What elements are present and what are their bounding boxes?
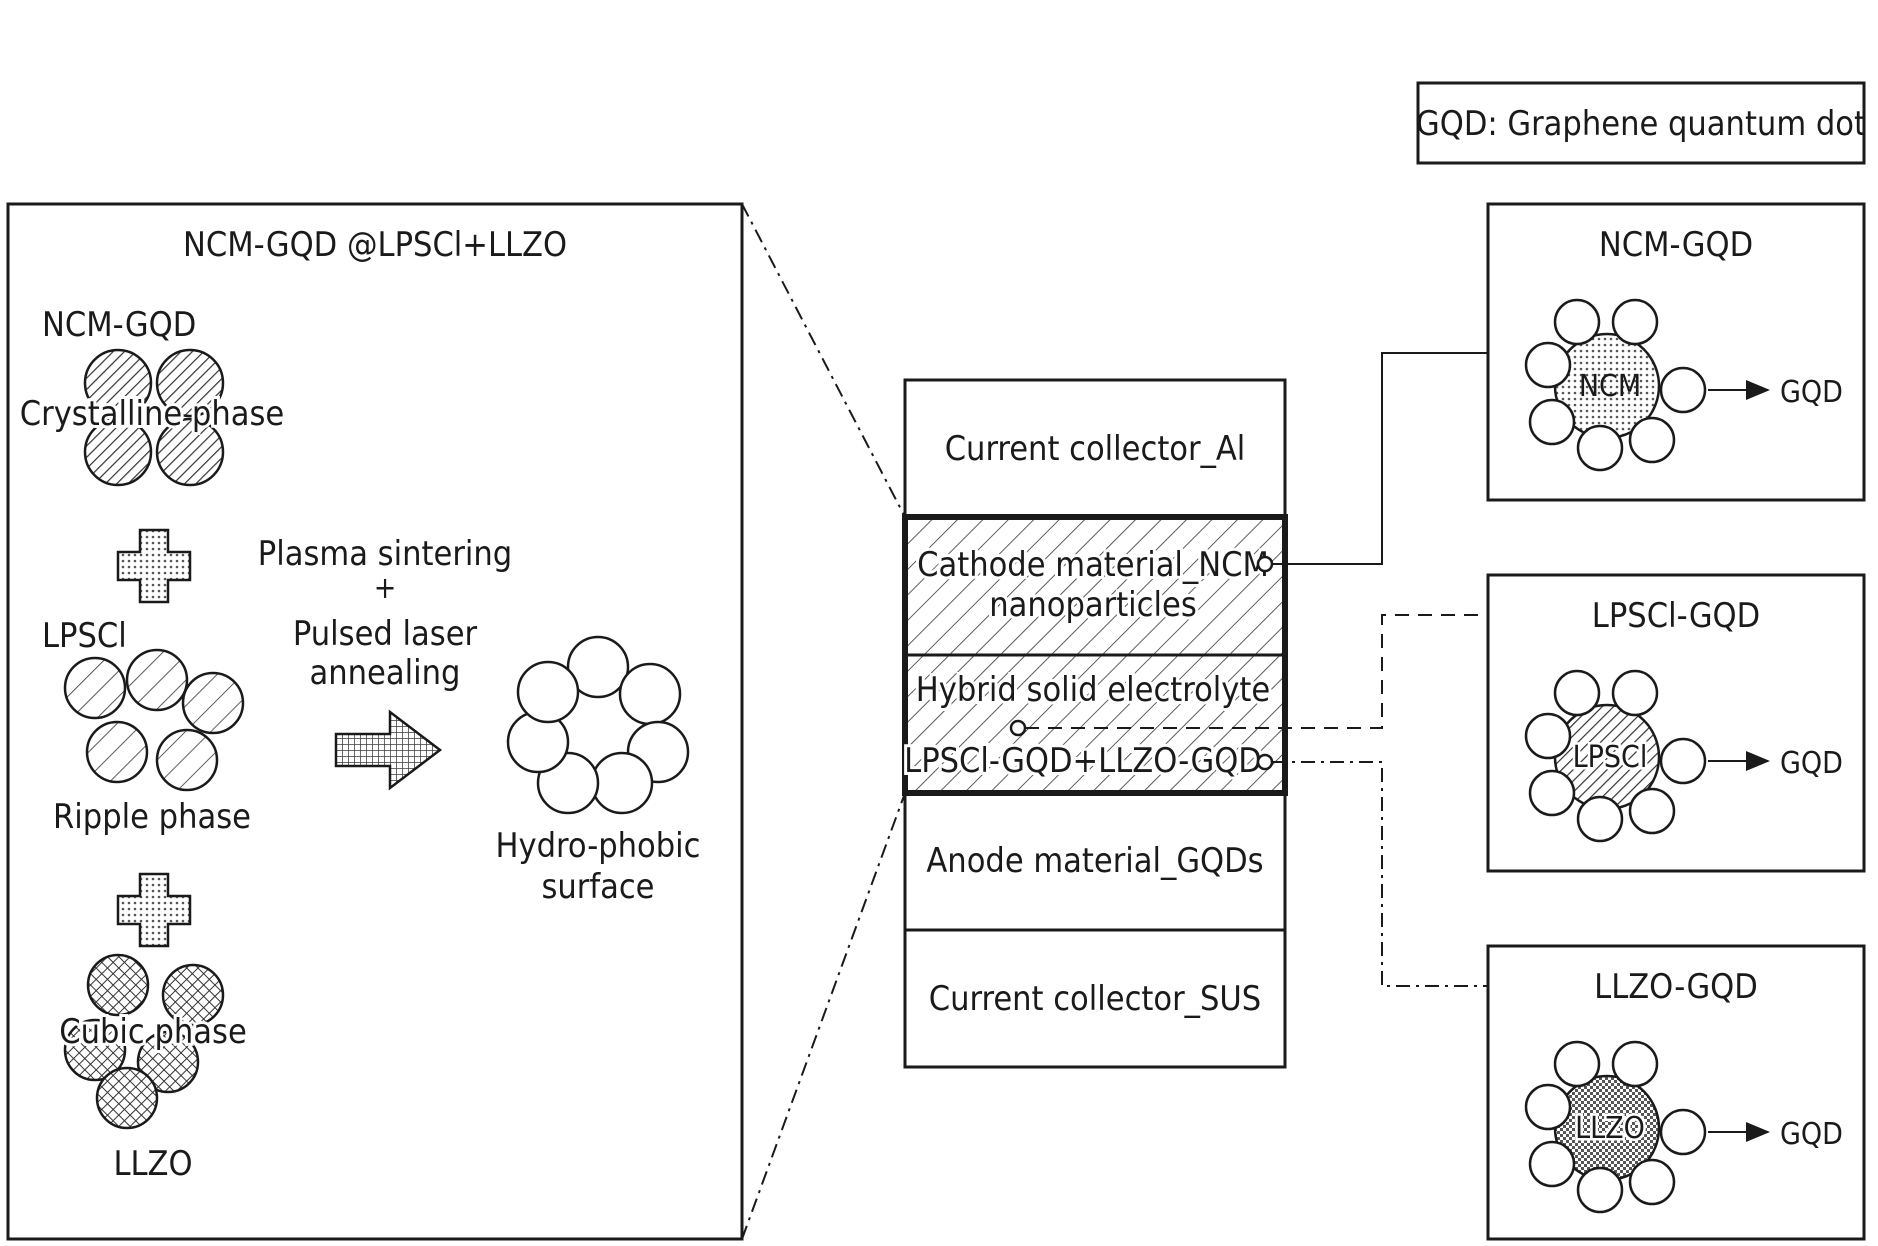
composite-title: NCM-GQD @LPSCl+LLZO	[183, 225, 567, 265]
process-plus: +	[374, 571, 397, 606]
layer-cathode-label-line2: nanoparticles	[989, 585, 1197, 625]
panel-llzo-gqd: LLZO-GQD LLZO GQD	[1488, 946, 1864, 1239]
llzo-connector-line	[1272, 762, 1518, 986]
gqd-dot	[1526, 714, 1570, 758]
ncm-gqd-label: NCM-GQD	[42, 305, 196, 345]
llzo-particle	[88, 955, 148, 1015]
surface-particle	[620, 664, 680, 724]
lpscl-connector-dot	[1011, 721, 1025, 735]
panel-ncm-gqd-title: NCM-GQD	[1599, 225, 1753, 265]
battery-stack: Current collector_Al Anode material_GQDs…	[904, 380, 1285, 1067]
ripple-phase-label: Ripple phase	[53, 797, 251, 837]
gqd-dot	[1578, 797, 1622, 841]
layer-current-collector-sus-label: Current collector_SUS	[929, 979, 1261, 1019]
layer-cathode-label-line1: Cathode material_NCM	[917, 545, 1269, 585]
lpscl-particle	[65, 658, 125, 718]
gqd-arrow-label: GQD	[1780, 746, 1843, 781]
gqd-dot	[1613, 300, 1657, 344]
process-step-2-line2: annealing	[310, 653, 461, 693]
legend-text: GQD: Graphene quantum dot	[1416, 104, 1866, 144]
gqd-dot	[1630, 1160, 1674, 1204]
hydrophobic-label-line2: surface	[541, 867, 654, 907]
gqd-dot	[1526, 343, 1570, 387]
gqd-dot	[1613, 671, 1657, 715]
gqd-dot	[1661, 368, 1705, 412]
gqd-dot	[1661, 1110, 1705, 1154]
gqd-dot	[1555, 1042, 1599, 1086]
gqd-dot	[1578, 1168, 1622, 1212]
layer-electrolyte-label-line2: LPSCl-GQD+LLZO-GQD	[904, 741, 1262, 781]
llzo-core-label: LLZO	[1575, 1111, 1645, 1146]
ncm-core-label: NCM	[1579, 369, 1641, 404]
zoom-line-bottom	[742, 793, 905, 1239]
lpscl-particle	[183, 673, 243, 733]
llzo-particle	[97, 1068, 157, 1128]
gqd-dot	[1526, 1085, 1570, 1129]
surface-particle	[518, 662, 578, 722]
lpscl-particle	[87, 722, 147, 782]
gqd-arrow-label: GQD	[1780, 1117, 1843, 1152]
gqd-dot	[1555, 300, 1599, 344]
layer-electrolyte-label-line1: Hybrid solid electrolyte	[916, 670, 1270, 710]
gqd-dot	[1661, 739, 1705, 783]
composite-panel: NCM-GQD @LPSCl+LLZO NCM-GQD Crystalline …	[8, 204, 742, 1239]
crystalline-phase-label: Crystalline phase	[20, 394, 284, 434]
panel-llzo-gqd-title: LLZO-GQD	[1594, 967, 1758, 1007]
process-step-2-line1: Pulsed laser	[293, 614, 478, 654]
gqd-dot	[1530, 400, 1574, 444]
lpscl-label: LPSCl	[42, 616, 127, 656]
ncm-connector-line	[1272, 353, 1500, 564]
cathode-connector-dot	[1258, 557, 1272, 571]
legend: GQD: Graphene quantum dot	[1416, 83, 1866, 163]
gqd-dot	[1578, 426, 1622, 470]
panel-lpscl-gqd: LPSCl-GQD LPSCl GQD	[1488, 575, 1864, 871]
gqd-dot	[1630, 418, 1674, 462]
gqd-arrow-label: GQD	[1780, 375, 1843, 410]
layer-anode-label: Anode material_GQDs	[926, 841, 1263, 881]
gqd-dot	[1530, 771, 1574, 815]
panel-ncm-gqd: NCM-GQD NCM GQD	[1488, 204, 1864, 500]
lpscl-particle	[127, 650, 187, 710]
gqd-dot	[1630, 789, 1674, 833]
lpscl-particle	[157, 730, 217, 790]
panel-lpscl-gqd-title: LPSCl-GQD	[1592, 596, 1760, 636]
process-step-1: Plasma sintering	[258, 534, 512, 574]
gqd-dot	[1613, 1042, 1657, 1086]
surface-particle	[592, 753, 652, 813]
layer-current-collector-al-label: Current collector_Al	[945, 429, 1246, 469]
lpscl-core-label: LPSCl	[1573, 740, 1648, 775]
llzo-label: LLZO	[113, 1144, 192, 1184]
gqd-dot	[1530, 1142, 1574, 1186]
zoom-line-top	[742, 204, 905, 517]
llzo-connector-dot	[1258, 755, 1272, 769]
gqd-dot	[1555, 671, 1599, 715]
cubic-phase-label: Cubic phase	[59, 1012, 247, 1052]
hydrophobic-label-line1: Hydro-phobic	[496, 826, 701, 866]
